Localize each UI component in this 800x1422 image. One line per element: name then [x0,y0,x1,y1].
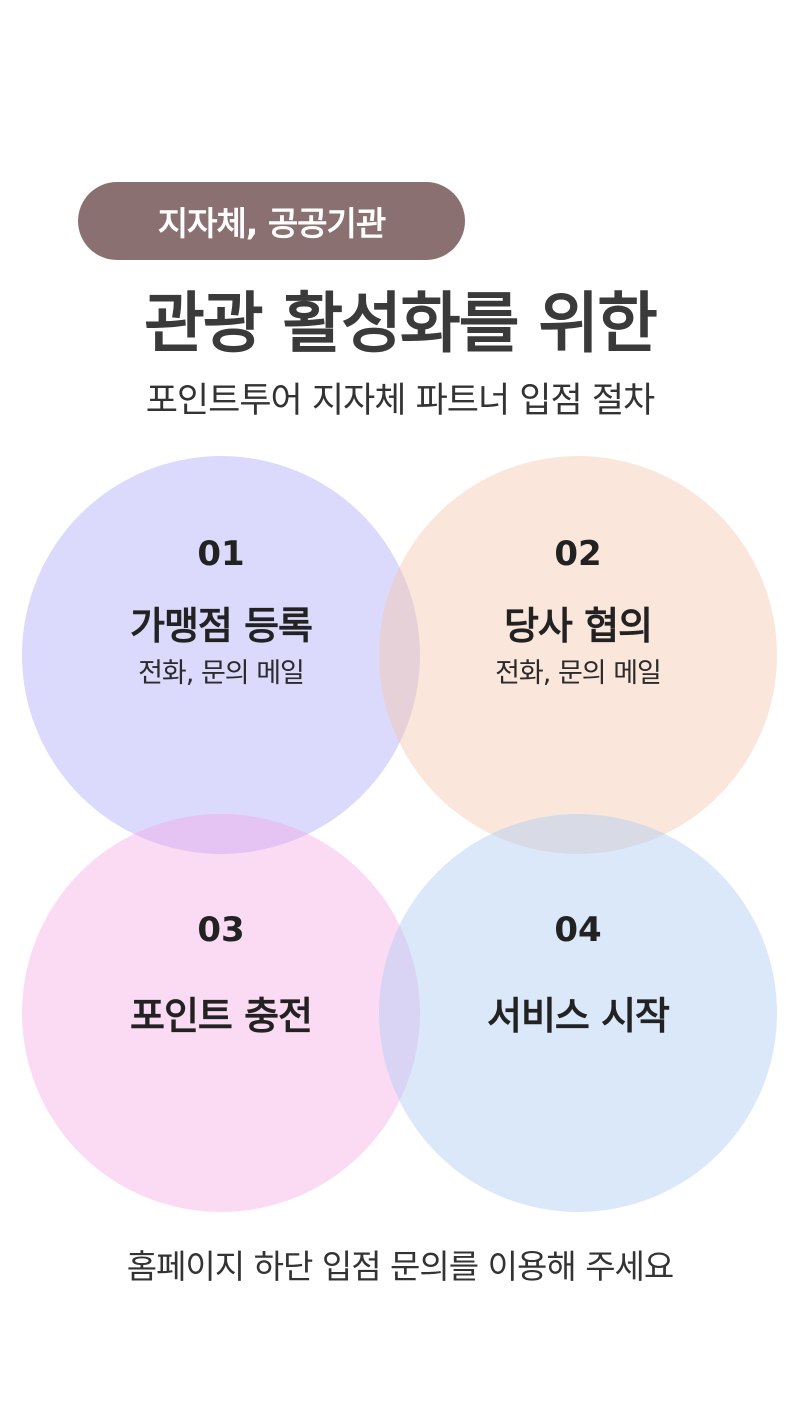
step-number: 01 [197,534,245,574]
category-badge-label: 지자체, 공공기관 [157,204,387,243]
step-1: 01 가맹점 등록 전화, 문의 메일 [22,530,420,694]
step-circle-2 [379,456,777,854]
page-subtitle: 포인트투어 지자체 파트너 입점 절차 [145,381,656,421]
step-description: 전화, 문의 메일 [495,658,662,689]
step-label: 서비스 시작 [486,994,670,1038]
step-number: 04 [554,910,602,950]
step-label: 가맹점 등록 [129,604,313,648]
category-badge: 지자체, 공공기관 [78,182,465,260]
step-4: 04 서비스 시작 [379,906,777,1044]
footer-note: 홈페이지 하단 입점 문의를 이용해 주세요 [126,1247,675,1286]
step-circle-3 [22,814,420,1212]
step-label: 포인트 충전 [129,994,313,1038]
step-number: 02 [554,534,602,574]
step-label: 당사 협의 [503,604,653,648]
step-number: 03 [197,910,245,950]
step-3: 03 포인트 충전 [22,906,420,1044]
step-circle-4 [379,814,777,1212]
step-2: 02 당사 협의 전화, 문의 메일 [379,530,777,694]
page-title: 관광 활성화를 위한 [144,285,658,362]
step-description: 전화, 문의 메일 [138,658,305,689]
step-circle-1 [22,456,420,854]
